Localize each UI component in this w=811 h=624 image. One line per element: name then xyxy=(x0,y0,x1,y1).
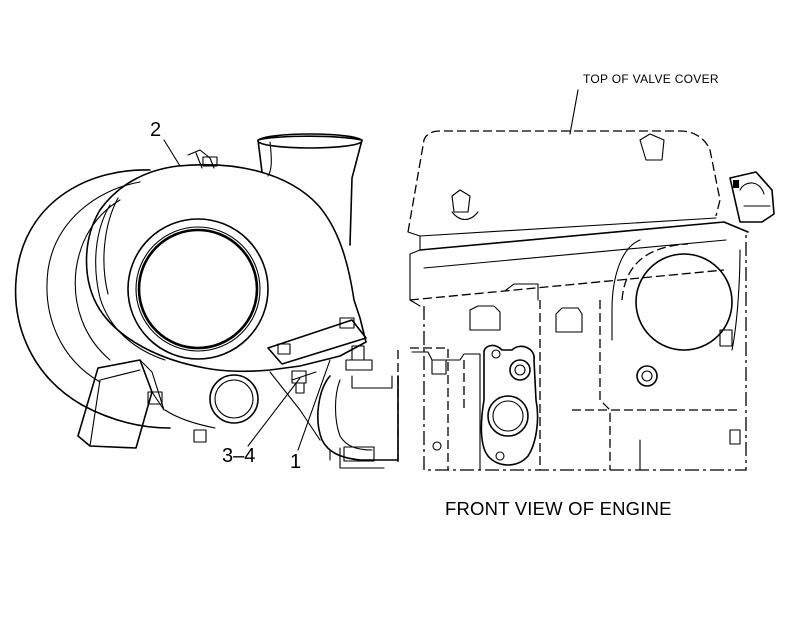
engine-block-outline xyxy=(423,232,747,471)
turbine-housing-inner-curve xyxy=(46,181,141,383)
callout-3-4: 3–4 xyxy=(222,445,256,467)
callout-1-leader xyxy=(297,359,331,451)
engine-front-view xyxy=(407,89,775,471)
valve-cover-leader xyxy=(569,89,579,135)
callout-1: 1 xyxy=(290,451,302,473)
compressor-outlet xyxy=(257,135,363,246)
callout-2-leader xyxy=(163,139,181,167)
top-of-valve-cover-label: TOP OF VALVE COVER xyxy=(583,72,719,86)
front-view-caption: FRONT VIEW OF ENGINE xyxy=(445,498,672,519)
wastegate-actuator xyxy=(77,359,153,449)
compressor-housing xyxy=(85,163,367,373)
callout-3-4-leader xyxy=(247,377,301,447)
sensor-connector xyxy=(729,171,775,223)
compressor-inlet-ring xyxy=(127,218,269,360)
exhaust-elbow xyxy=(317,375,399,461)
compressor-inlet-opening xyxy=(137,228,259,350)
valve-cover-flange xyxy=(419,221,749,251)
front-housing-adapter xyxy=(480,344,539,466)
front-cover-bore xyxy=(635,253,733,351)
stud-bolt xyxy=(291,370,307,384)
turbocharger xyxy=(14,133,399,469)
oil-drain-tube xyxy=(209,374,259,424)
valve-cover xyxy=(407,130,721,233)
turbine-housing-outline xyxy=(14,169,171,429)
mounting-flange xyxy=(267,319,367,365)
callout-2: 2 xyxy=(150,119,162,141)
